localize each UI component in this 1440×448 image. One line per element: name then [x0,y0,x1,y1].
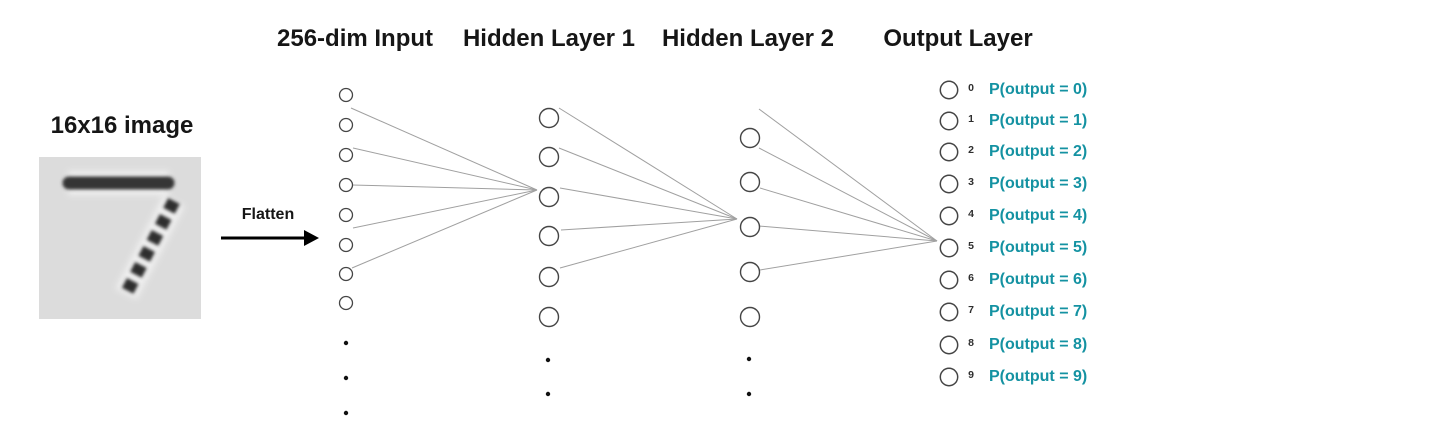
hidden2-ellipsis-dot [746,391,752,397]
output-node [939,206,959,226]
output-node [939,302,959,322]
hidden1-ellipsis-dot [545,391,551,397]
connection-edge [352,147,538,191]
hidden2-node [739,306,761,328]
output-node-index: 3 [968,176,974,188]
connection-edge [758,147,938,242]
flatten-label: Flatten [241,206,295,223]
hidden2-ellipsis-dot [746,356,752,362]
input-node [338,147,354,163]
layer-header-hidden2: Hidden Layer 2 [661,25,835,52]
layer-header-input: 256-dim Input [276,25,434,52]
layer-header-output: Output Layer [883,25,1033,52]
output-node [939,142,959,162]
hidden1-node [538,186,560,208]
output-node [939,238,959,258]
output-node-index: 6 [968,272,974,284]
connection-edge [559,218,738,269]
input-node [338,237,354,253]
output-probability-label: P(output = 4) [989,207,1088,224]
output-node [939,367,959,387]
output-node [939,80,959,100]
output-node-index: 0 [968,82,974,94]
input-node [338,295,354,311]
connection-edge [559,187,738,220]
output-probability-label: P(output = 1) [989,112,1088,129]
output-probability-label: P(output = 6) [989,271,1088,288]
flatten-arrow-head [304,230,319,246]
connection-edge [758,108,938,242]
output-probability-label: P(output = 0) [989,81,1088,98]
output-node-index: 2 [968,144,974,156]
output-node-index: 9 [968,369,974,381]
output-node [939,111,959,131]
input-node [338,207,354,223]
hidden2-node [739,216,761,238]
hidden1-node [538,107,560,129]
hidden1-node [538,146,560,168]
connection-edge [560,218,738,231]
hidden1-node [538,266,560,288]
output-node [939,335,959,355]
digit-7-glyph [62,171,185,300]
connection-edge [558,147,738,220]
connection-edge [352,189,538,229]
hidden1-ellipsis-dot [545,357,551,363]
output-node-index: 4 [968,208,974,220]
input-ellipsis-dot [343,375,349,381]
output-probability-label: P(output = 9) [989,368,1088,385]
output-node [939,270,959,290]
output-probability-label: P(output = 8) [989,336,1088,353]
connection-edge [558,107,738,220]
layer-header-hidden1: Hidden Layer 1 [462,25,636,52]
output-node-index: 7 [968,304,974,316]
hidden2-node [739,127,761,149]
output-probability-label: P(output = 7) [989,303,1088,320]
hidden2-node [739,171,761,193]
input-node [338,177,354,193]
input-ellipsis-dot [343,340,349,346]
input-node [338,266,354,282]
connection-edge [351,189,538,269]
output-node-index: 1 [968,113,974,125]
input-node [338,87,354,103]
output-probability-label: P(output = 5) [989,239,1088,256]
image-caption: 16x16 image [50,112,194,139]
output-probability-label: P(output = 2) [989,143,1088,160]
connection-edge [758,225,938,242]
digit-image [39,157,201,319]
connection-edge [759,187,938,242]
output-probability-label: P(output = 3) [989,175,1088,192]
connection-edge [351,184,538,191]
connection-edge [350,107,538,191]
connection-edge [759,240,938,271]
output-node [939,174,959,194]
hidden1-node [538,306,560,328]
input-node [338,117,354,133]
input-ellipsis-dot [343,410,349,416]
hidden2-node [739,261,761,283]
output-node-index: 8 [968,337,974,349]
output-node-index: 5 [968,240,974,252]
hidden1-node [538,225,560,247]
